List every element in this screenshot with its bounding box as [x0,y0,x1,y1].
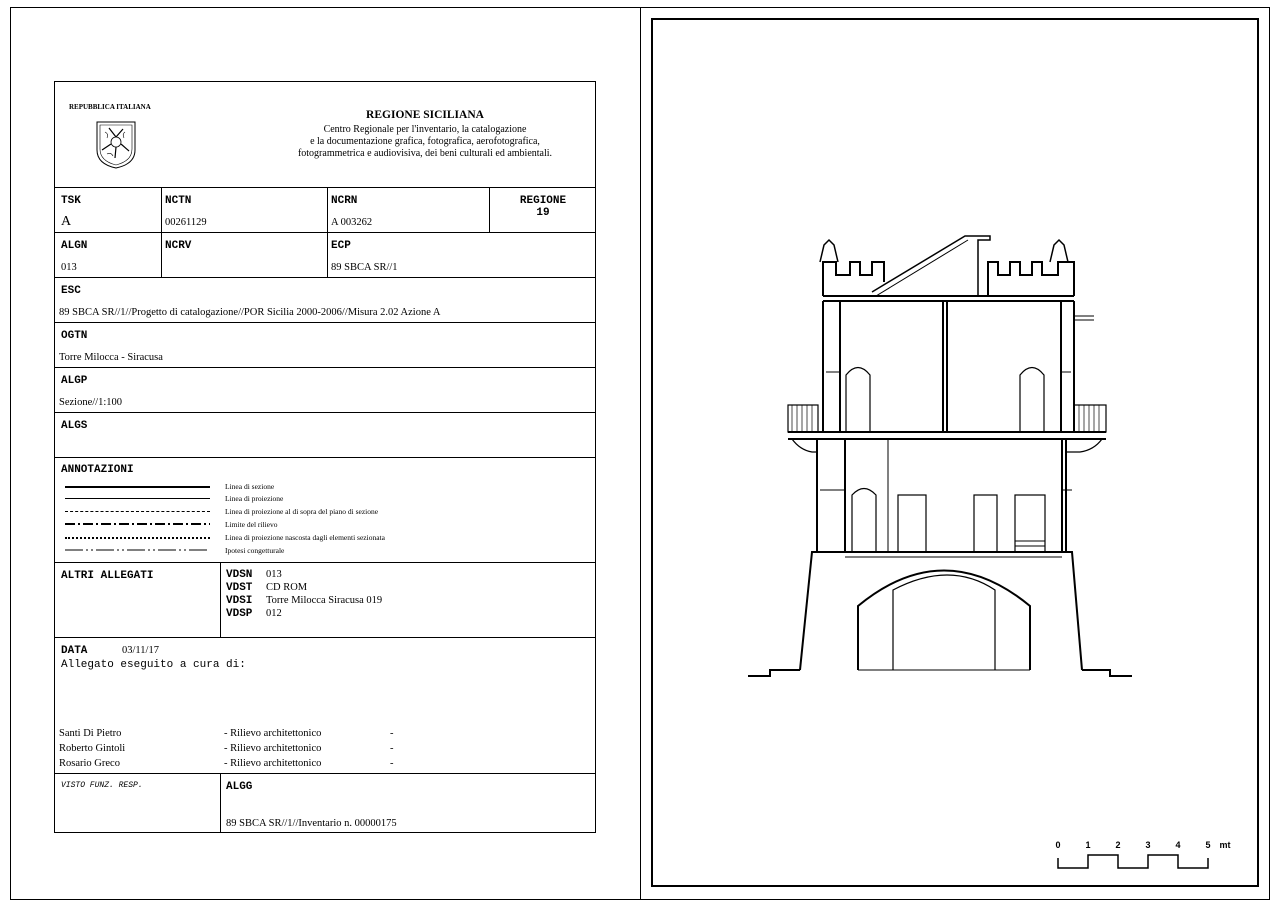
region-title: REGIONE SICILIANA [366,109,484,121]
vdsp-key: VDSP [226,608,253,620]
row-algs: ALGS [55,413,595,458]
legend-text-4: Limite del rilievo [225,520,278,529]
tsk-value: A [61,214,72,229]
scale-tick-4: 4 [1175,840,1180,850]
person-name-2: Roberto Gintoli [59,743,126,754]
drawing-frame [651,18,1259,887]
esc-label: ESC [61,285,81,297]
center-line-3: fotogrammetrica e audiovisiva, dei beni … [297,148,553,159]
ground-left [748,669,800,677]
row-annotazioni: ANNOTAZIONI Linea di sezione Linea di pr… [55,458,595,563]
algn-value: 013 [61,262,77,273]
row-altri-allegati: ALTRI ALLEGATI VDSN 013 VDST CD ROM VDSI… [55,563,595,638]
annotazioni-label: ANNOTAZIONI [61,464,134,476]
scale-unit: mt [1220,840,1231,850]
legend-text-3: Linea di proiezione al di sopra del pian… [225,507,379,516]
row-algn: ALGN 013 NCRV ECP 89 SBCA SR//1 [55,233,595,278]
algg-cell: ALGG 89 SBCA SR//1//Inventario n. 000001… [220,774,595,832]
legend-line-above [65,511,210,512]
scale-tick-0: 0 [1055,840,1060,850]
row-ogtn: OGTN Torre Milocca - Siracusa [55,323,595,368]
regione-value: 19 [536,207,550,219]
legend-line-section [65,486,210,488]
legend-text-2: Linea di proiezione [225,494,284,503]
ncrn-label: NCRN [331,195,358,207]
algn-label: ALGN [61,240,88,252]
algp-label: ALGP [61,375,88,387]
algs-label: ALGS [61,420,88,432]
vdsn-value: 013 [266,569,282,580]
ogtn-label: OGTN [61,330,88,342]
row-esc: ESC 89 SBCA SR//1//Progetto di catalogaz… [55,278,595,323]
tsk-label: TSK [61,195,81,207]
row-tsk: TSK A NCTN 00261129 NCRN A 003262 REGION… [55,188,595,233]
esc-value: 89 SBCA SR//1//Progetto di catalogazione… [59,307,441,318]
algg-label: ALGG [226,781,253,793]
person-name-3: Rosario Greco [59,758,120,769]
algp-value: Sezione//1:100 [59,397,122,408]
legend-line-projection [65,498,210,499]
legend-text-5: Linea di proiezione nascosta dagli eleme… [225,533,385,542]
ncrv-cell: NCRV [161,233,327,277]
person-role-2: - Rilievo architettonico [224,743,322,754]
person-name-1: Santi Di Pietro [59,728,122,739]
ncrv-label: NCRV [165,240,192,252]
row-algp: ALGP Sezione//1:100 [55,368,595,413]
ground-right [1082,669,1132,677]
data-label: DATA [61,645,88,657]
ecp-cell: ECP 89 SBCA SR//1 [327,233,595,277]
ecp-value: 89 SBCA SR//1 [331,262,398,273]
allegati-cell: VDSN 013 VDST CD ROM VDSI Torre Milocca … [220,563,595,637]
row-footer: VISTO FUNZ. RESP. ALGG 89 SBCA SR//1//In… [55,774,595,832]
scale-tick-5: 5 [1205,840,1210,850]
person-dash-3: - [390,758,394,769]
card-header: REPUBBLICA ITALIANA REGIONE SICILIANA Ce… [55,82,595,188]
ogtn-value: Torre Milocca - Siracusa [59,352,163,363]
republic-label: REPUBBLICA ITALIANA [69,103,151,111]
nctn-label: NCTN [165,195,192,207]
person-dash-2: - [390,743,394,754]
person-role-1: - Rilievo architettonico [224,728,322,739]
scale-tick-2: 2 [1115,840,1120,850]
visto-label: VISTO FUNZ. RESP. [61,781,143,790]
altri-allegati-label: ALTRI ALLEGATI [61,570,154,582]
vdst-key: VDST [226,582,253,594]
scale-tick-3: 3 [1145,840,1150,850]
legend-line-hidden [65,537,210,539]
legend-text-1: Linea di sezione [225,482,275,491]
vdsi-value: Torre Milocca Siracusa 019 [266,595,383,606]
person-role-3: - Rilievo architettonico [224,758,322,769]
data-value: 03/11/17 [122,645,159,656]
center-line-2: e la documentazione grafica, fotografica… [310,136,540,147]
scale-tick-1: 1 [1085,840,1090,850]
vdsn-key: VDSN [226,569,253,581]
ecp-label: ECP [331,240,351,252]
data-note: Allegato eseguito a cura di: [61,659,246,671]
algg-value: 89 SBCA SR//1//Inventario n. 00000175 [226,818,397,829]
vdsp-value: 012 [266,608,282,619]
row-data: DATA 03/11/17 Allegato eseguito a cura d… [55,638,595,774]
regione-cell: REGIONE 19 [489,188,595,232]
legend-text-6: Ipotesi congetturale [225,546,285,555]
nctn-value: 00261129 [165,217,207,228]
scale-bar: 0 1 2 3 4 5 mt [1055,840,1231,869]
ncrn-cell: NCRN A 003262 [327,188,489,232]
center-line-1: Centro Regionale per l'inventario, la ca… [323,124,527,135]
vdsi-key: VDSI [226,595,253,607]
catalog-card: REPUBBLICA ITALIANA REGIONE SICILIANA Ce… [54,81,596,833]
region-emblem-icon [95,120,137,170]
ncrn-value: A 003262 [331,217,373,228]
nctn-cell: NCTN 00261129 [161,188,327,232]
person-dash-1: - [390,728,394,739]
regione-label: REGIONE [519,195,567,207]
sheet-divider [640,7,641,900]
vdst-value: CD ROM [266,582,308,593]
